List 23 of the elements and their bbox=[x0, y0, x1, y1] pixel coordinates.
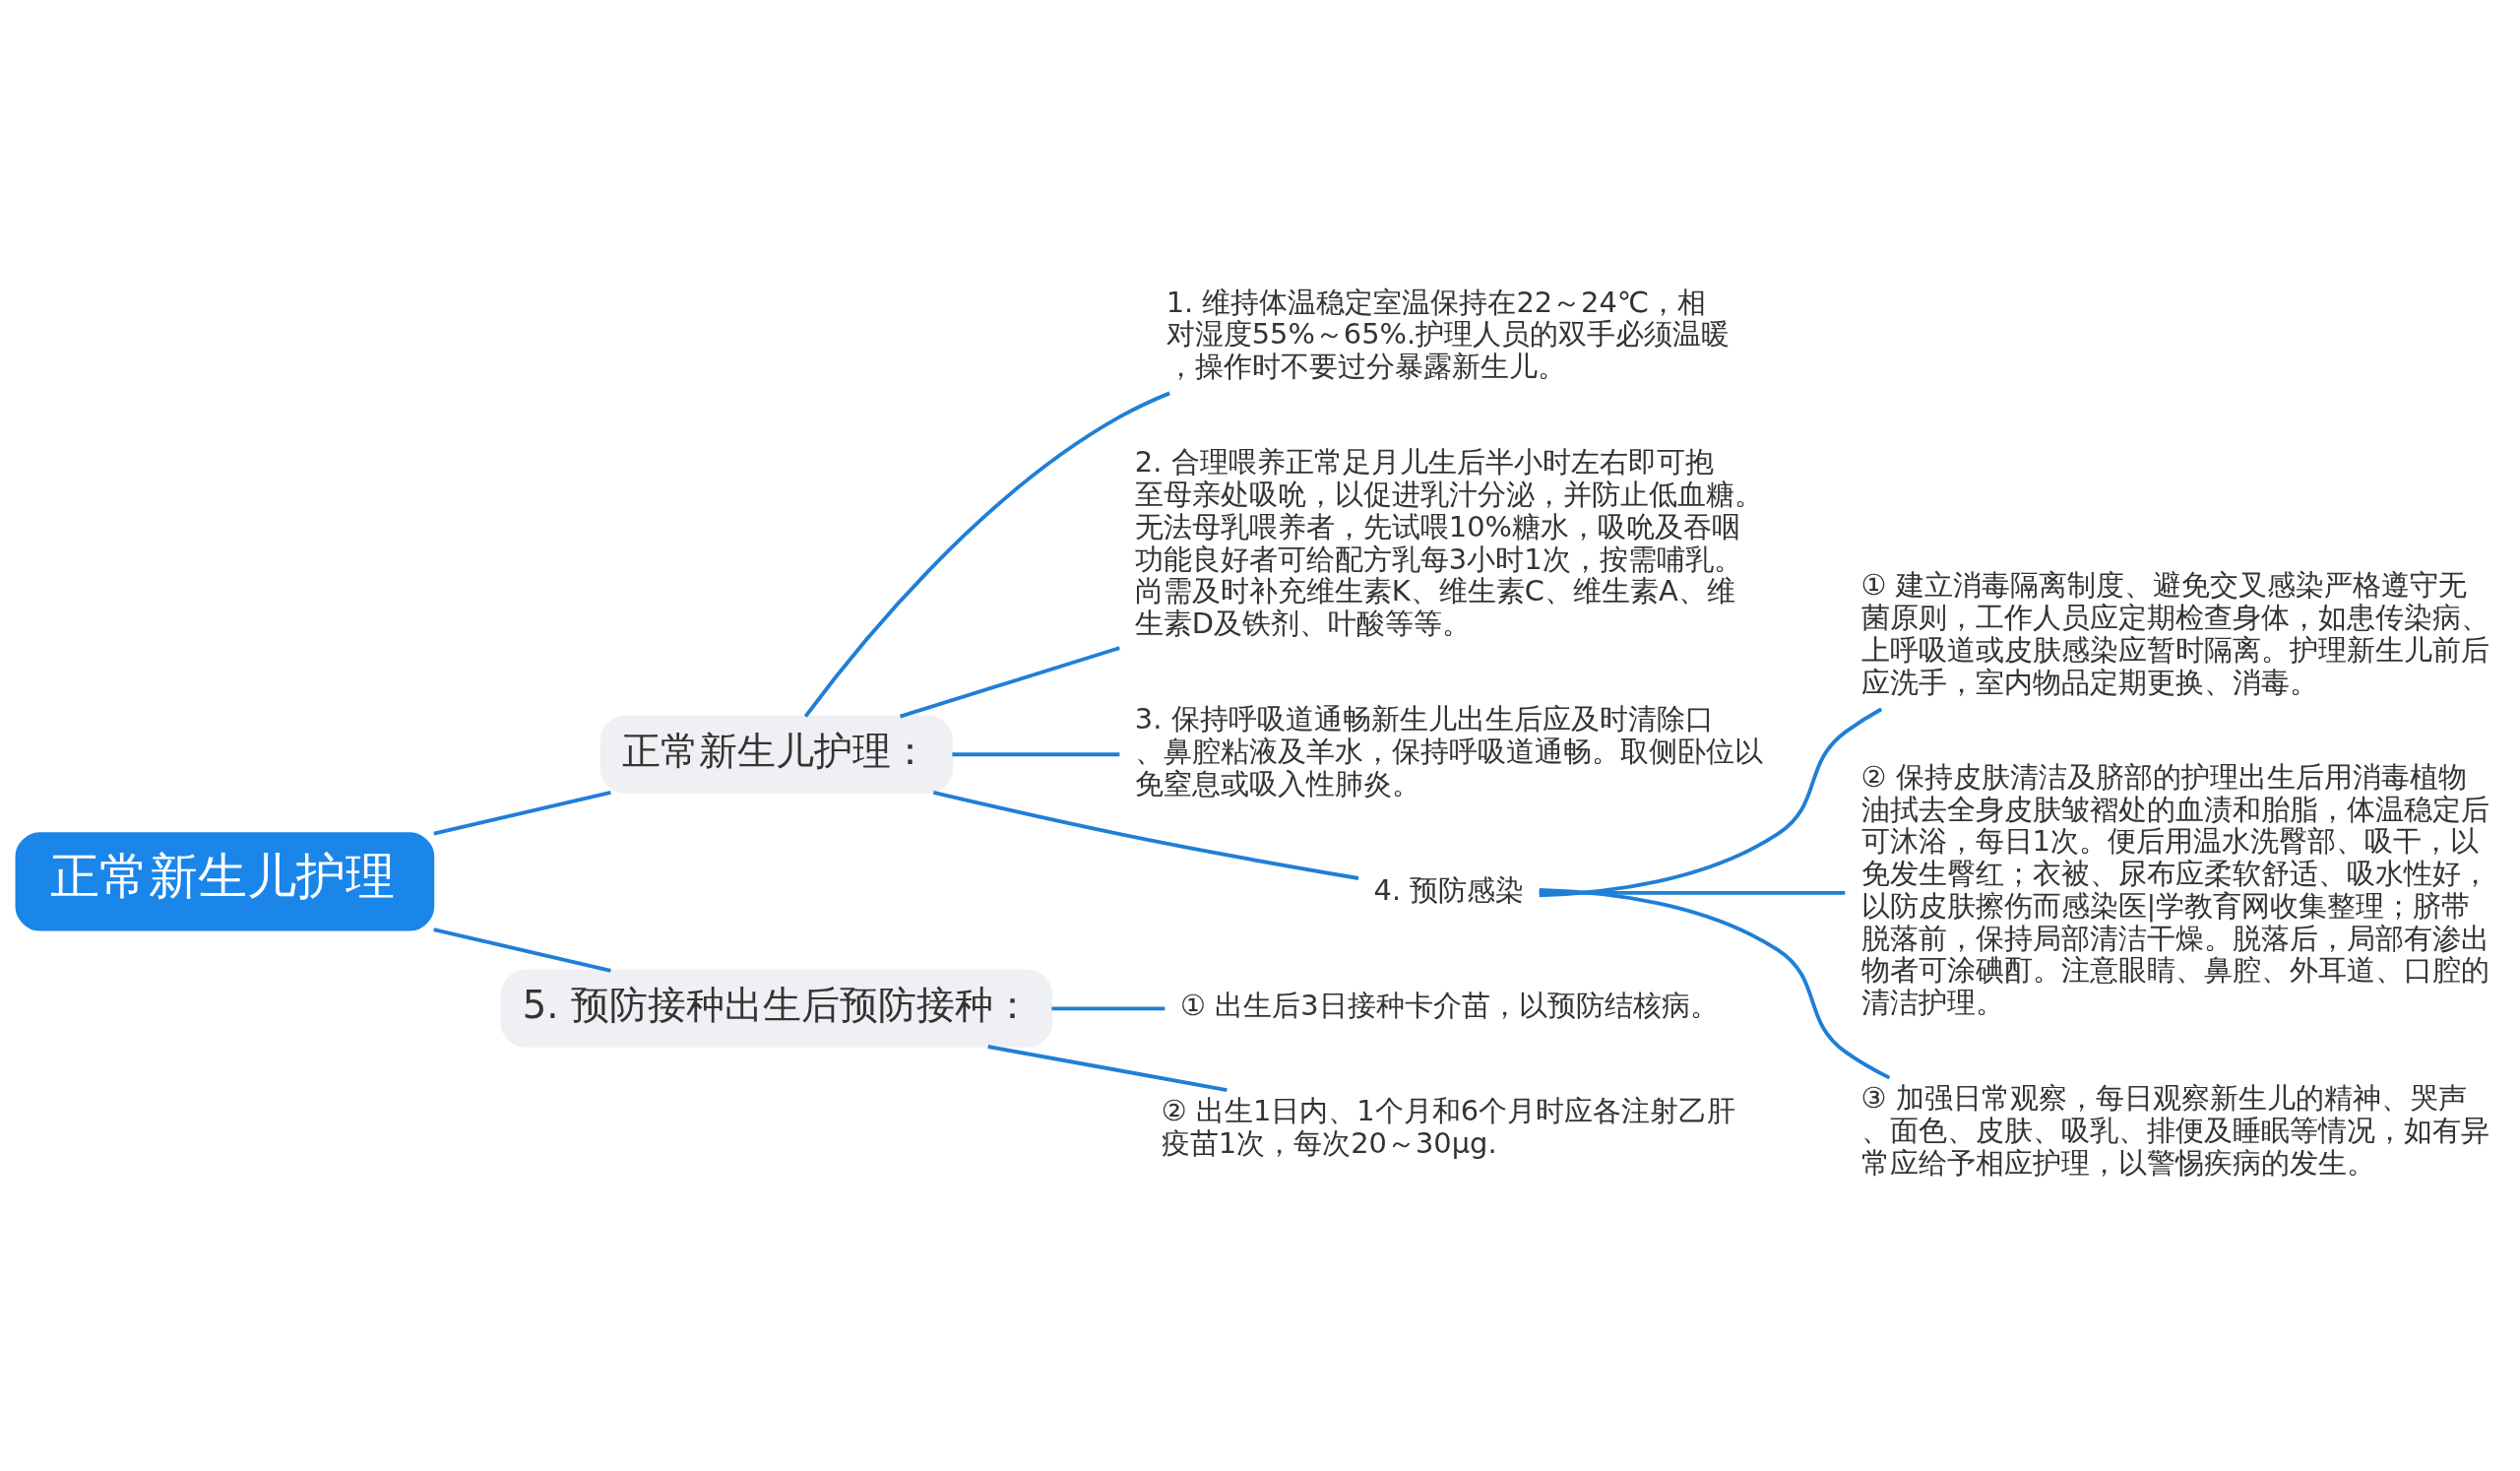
node-text: 1. 维持体温稳定室温保持在22～24℃，相对湿度55%～65%.护理人员的双手必须温暖，操作时不要过分暴露新生儿。 bbox=[1166, 285, 1731, 384]
connector bbox=[952, 752, 1120, 757]
node-box: 正常新生儿护理： bbox=[599, 715, 953, 794]
connector bbox=[1539, 707, 1883, 898]
node-text: 2. 合理喂养正常足月儿生后半小时左右即可抱至母亲处吸吮，以促进乳汁分泌，并防止低血糖。无法母乳喂养者，先试喂10%糖水，吸吮及吞咽功能良好者可给配方乳每3小时1次，按需哺乳。尚需及时补充维生素K、维生素C、维生素A、维生素D及铁剂、叶酸等等。 bbox=[1134, 445, 1763, 640]
connector bbox=[803, 391, 1170, 718]
connector bbox=[899, 646, 1120, 719]
connector bbox=[1051, 1006, 1166, 1011]
node-text: ② 出生1日内、1个月和6个月时应各注射乙肝疫苗1次，每次20～30μg. bbox=[1161, 1093, 1736, 1160]
connector bbox=[1539, 890, 1846, 895]
node-text: ② 保持皮肤清洁及脐部的护理出生后用消毒植物油拭去全身皮肤皱褶处的血渍和胎脂，体温稳定后可沐浴，每日1次。便后用温水洗臀部、吸干，以免发生臀红；衣被、尿布应柔软舒适、吸水性好，以防皮肤擦伤而感染医|学教育网收集整理；脐带脱落前，保持局部清洁干燥。脱落后，局部有渗出物者可涂碘酊。注意眼睛、鼻腔、外耳道、口腔的清洁护理。 bbox=[1860, 760, 2489, 1020]
node-text: ① 出生后3日接种卡介苗，以预防结核病。 bbox=[1180, 989, 1719, 1023]
connector bbox=[433, 791, 611, 836]
connector bbox=[987, 1045, 1228, 1092]
connector bbox=[433, 927, 611, 973]
node-text: ③ 加强日常观察，每日观察新生儿的精神、哭声、面色、皮肤、吸乳、排便及睡眠等情况，如有异常应给予相应护理，以警惕疾病的发生。 bbox=[1860, 1081, 2489, 1180]
node-text: ① 建立消毒隔离制度、避免交叉感染严格遵守无菌原则，工作人员应定期检查身体，如患传染病、上呼吸道或皮肤感染应暂时隔离。护理新生儿前后应洗手，室内物品定期更换、消毒。 bbox=[1860, 568, 2489, 699]
connector bbox=[1539, 887, 1891, 1080]
node-text: 4. 预防感染 bbox=[1373, 872, 1525, 907]
node-text: 3. 保持呼吸道通畅新生儿出生后应及时清除口、鼻腔粘液及羊水，保持呼吸道通畅。取侧卧位以免窒息或吸入性肺炎。 bbox=[1134, 702, 1763, 800]
connector bbox=[932, 790, 1359, 880]
node-box: 正常新生儿护理 bbox=[15, 832, 435, 931]
node-box: 5. 预防接种出生后预防接种： bbox=[500, 969, 1053, 1048]
